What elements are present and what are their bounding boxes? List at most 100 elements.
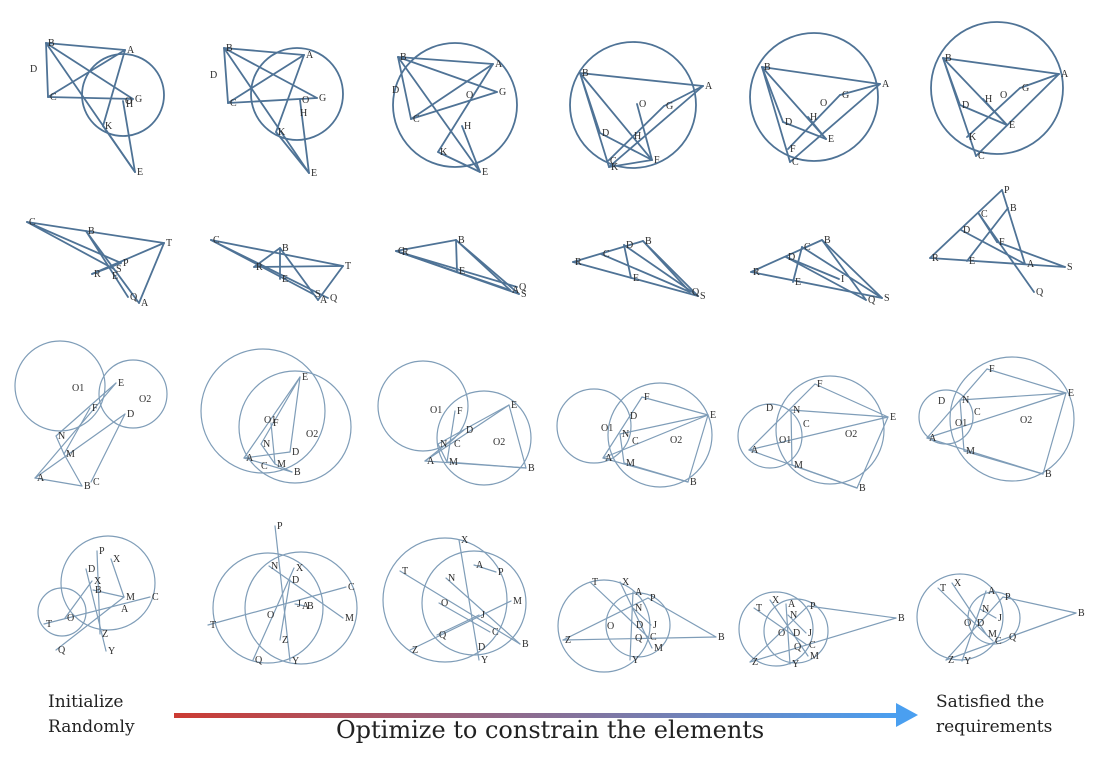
segment-r-s — [572, 261, 699, 297]
point-label-p: P — [810, 601, 816, 612]
point-label-a: A — [1061, 69, 1069, 80]
segment-r-p — [929, 189, 1003, 259]
point-label-d: D — [602, 128, 609, 139]
point-label-f: F — [790, 144, 796, 155]
segment-t-r — [253, 265, 344, 268]
circle-1 — [377, 360, 469, 452]
segment-b-g — [397, 56, 498, 93]
point-label-e: E — [459, 266, 465, 277]
segment-n-m — [260, 443, 276, 465]
progress-arrow-head — [896, 703, 918, 727]
segment-h-e — [461, 125, 481, 173]
point-label-o: O — [639, 99, 646, 110]
segment-p-b — [1002, 596, 1077, 614]
point-label-f: F — [644, 392, 650, 403]
segment-n-e — [437, 404, 510, 445]
segment-x-y — [458, 539, 480, 661]
point-label-o: O — [607, 621, 614, 632]
segment-z-p — [749, 605, 809, 663]
segment-d-e — [959, 104, 1008, 126]
point-label-b: B — [95, 585, 102, 596]
point-label-t: T — [210, 620, 216, 631]
point-label-s: S — [884, 293, 890, 304]
segment-o-f — [636, 103, 653, 161]
point-label-o: O — [778, 628, 785, 639]
point-label-o: O — [302, 95, 309, 106]
point-label-m: M — [794, 460, 803, 471]
segment-b-c — [761, 66, 791, 163]
caption-left-line2: Randomly — [48, 717, 135, 737]
point-label-n: N — [635, 603, 642, 614]
point-label-b: B — [764, 62, 771, 73]
segment-a-c — [47, 49, 126, 98]
point-label-n: N — [58, 431, 65, 442]
point-label-p: P — [277, 521, 283, 532]
point-label-d: D — [766, 403, 773, 414]
point-label-a: A — [306, 50, 314, 61]
segment-o-e — [122, 100, 136, 173]
point-label-b: B — [645, 236, 652, 247]
segment-a-g — [1019, 73, 1060, 89]
point-label-e: E — [710, 410, 716, 421]
point-label-b: B — [88, 226, 95, 237]
point-label-q: Q — [130, 292, 138, 303]
point-label-o2: O2 — [493, 437, 505, 448]
point-label-m: M — [513, 596, 522, 607]
point-label-b: B — [84, 481, 91, 492]
point-label-x: X — [113, 554, 121, 565]
circle-1 — [382, 537, 508, 663]
segment-n-j — [632, 607, 652, 626]
segment-a-c — [410, 63, 494, 120]
point-label-o2: O2 — [670, 435, 682, 446]
point-label-a: A — [141, 298, 149, 309]
point-label-c: C — [610, 156, 617, 167]
circle-2 — [775, 375, 885, 485]
segment-f-e — [986, 368, 1067, 394]
point-label-p: P — [498, 567, 504, 578]
point-label-h: H — [634, 131, 641, 142]
segment-f-e — [814, 383, 889, 418]
point-label-a: A — [320, 295, 328, 306]
segment-n-e — [959, 392, 1067, 401]
point-label-j: J — [297, 599, 301, 610]
segment-z-p — [945, 596, 1004, 661]
point-label-e: E — [302, 372, 308, 383]
point-label-d: D — [478, 642, 485, 653]
segment-a-y — [785, 603, 791, 665]
point-label-o1: O1 — [779, 435, 791, 446]
point-label-d: D — [962, 100, 969, 111]
point-label-b: B — [307, 601, 314, 612]
point-label-q: Q — [1036, 287, 1044, 298]
segment-b-f — [579, 72, 653, 161]
point-label-k: K — [969, 132, 977, 143]
point-label-d: D — [392, 85, 399, 96]
point-label-f: F — [273, 418, 279, 429]
segment-m-b — [623, 462, 689, 483]
point-label-a: A — [476, 560, 484, 571]
point-label-n: N — [982, 604, 989, 615]
point-label-b: B — [282, 243, 289, 254]
segment-a-k — [437, 63, 494, 153]
point-label-f: F — [817, 379, 823, 390]
point-label-a: A — [495, 59, 503, 70]
segment-e-b — [508, 404, 527, 469]
segment-a-p — [473, 564, 497, 573]
point-label-e: E — [482, 167, 488, 178]
point-label-n: N — [263, 439, 270, 450]
segment-b-a — [761, 66, 881, 85]
point-label-x: X — [622, 577, 630, 588]
segment-a-d — [34, 413, 126, 479]
point-label-m: M — [345, 613, 354, 624]
point-label-r: R — [575, 257, 582, 268]
segment-n-m — [268, 565, 344, 619]
circle-1 — [81, 53, 165, 137]
point-label-p: P — [1005, 592, 1011, 603]
point-label-a: A — [302, 601, 310, 612]
segment-a-k — [608, 85, 704, 168]
segment-t-b — [399, 570, 521, 645]
point-label-a: A — [988, 586, 996, 597]
segment-t-c — [753, 607, 808, 646]
